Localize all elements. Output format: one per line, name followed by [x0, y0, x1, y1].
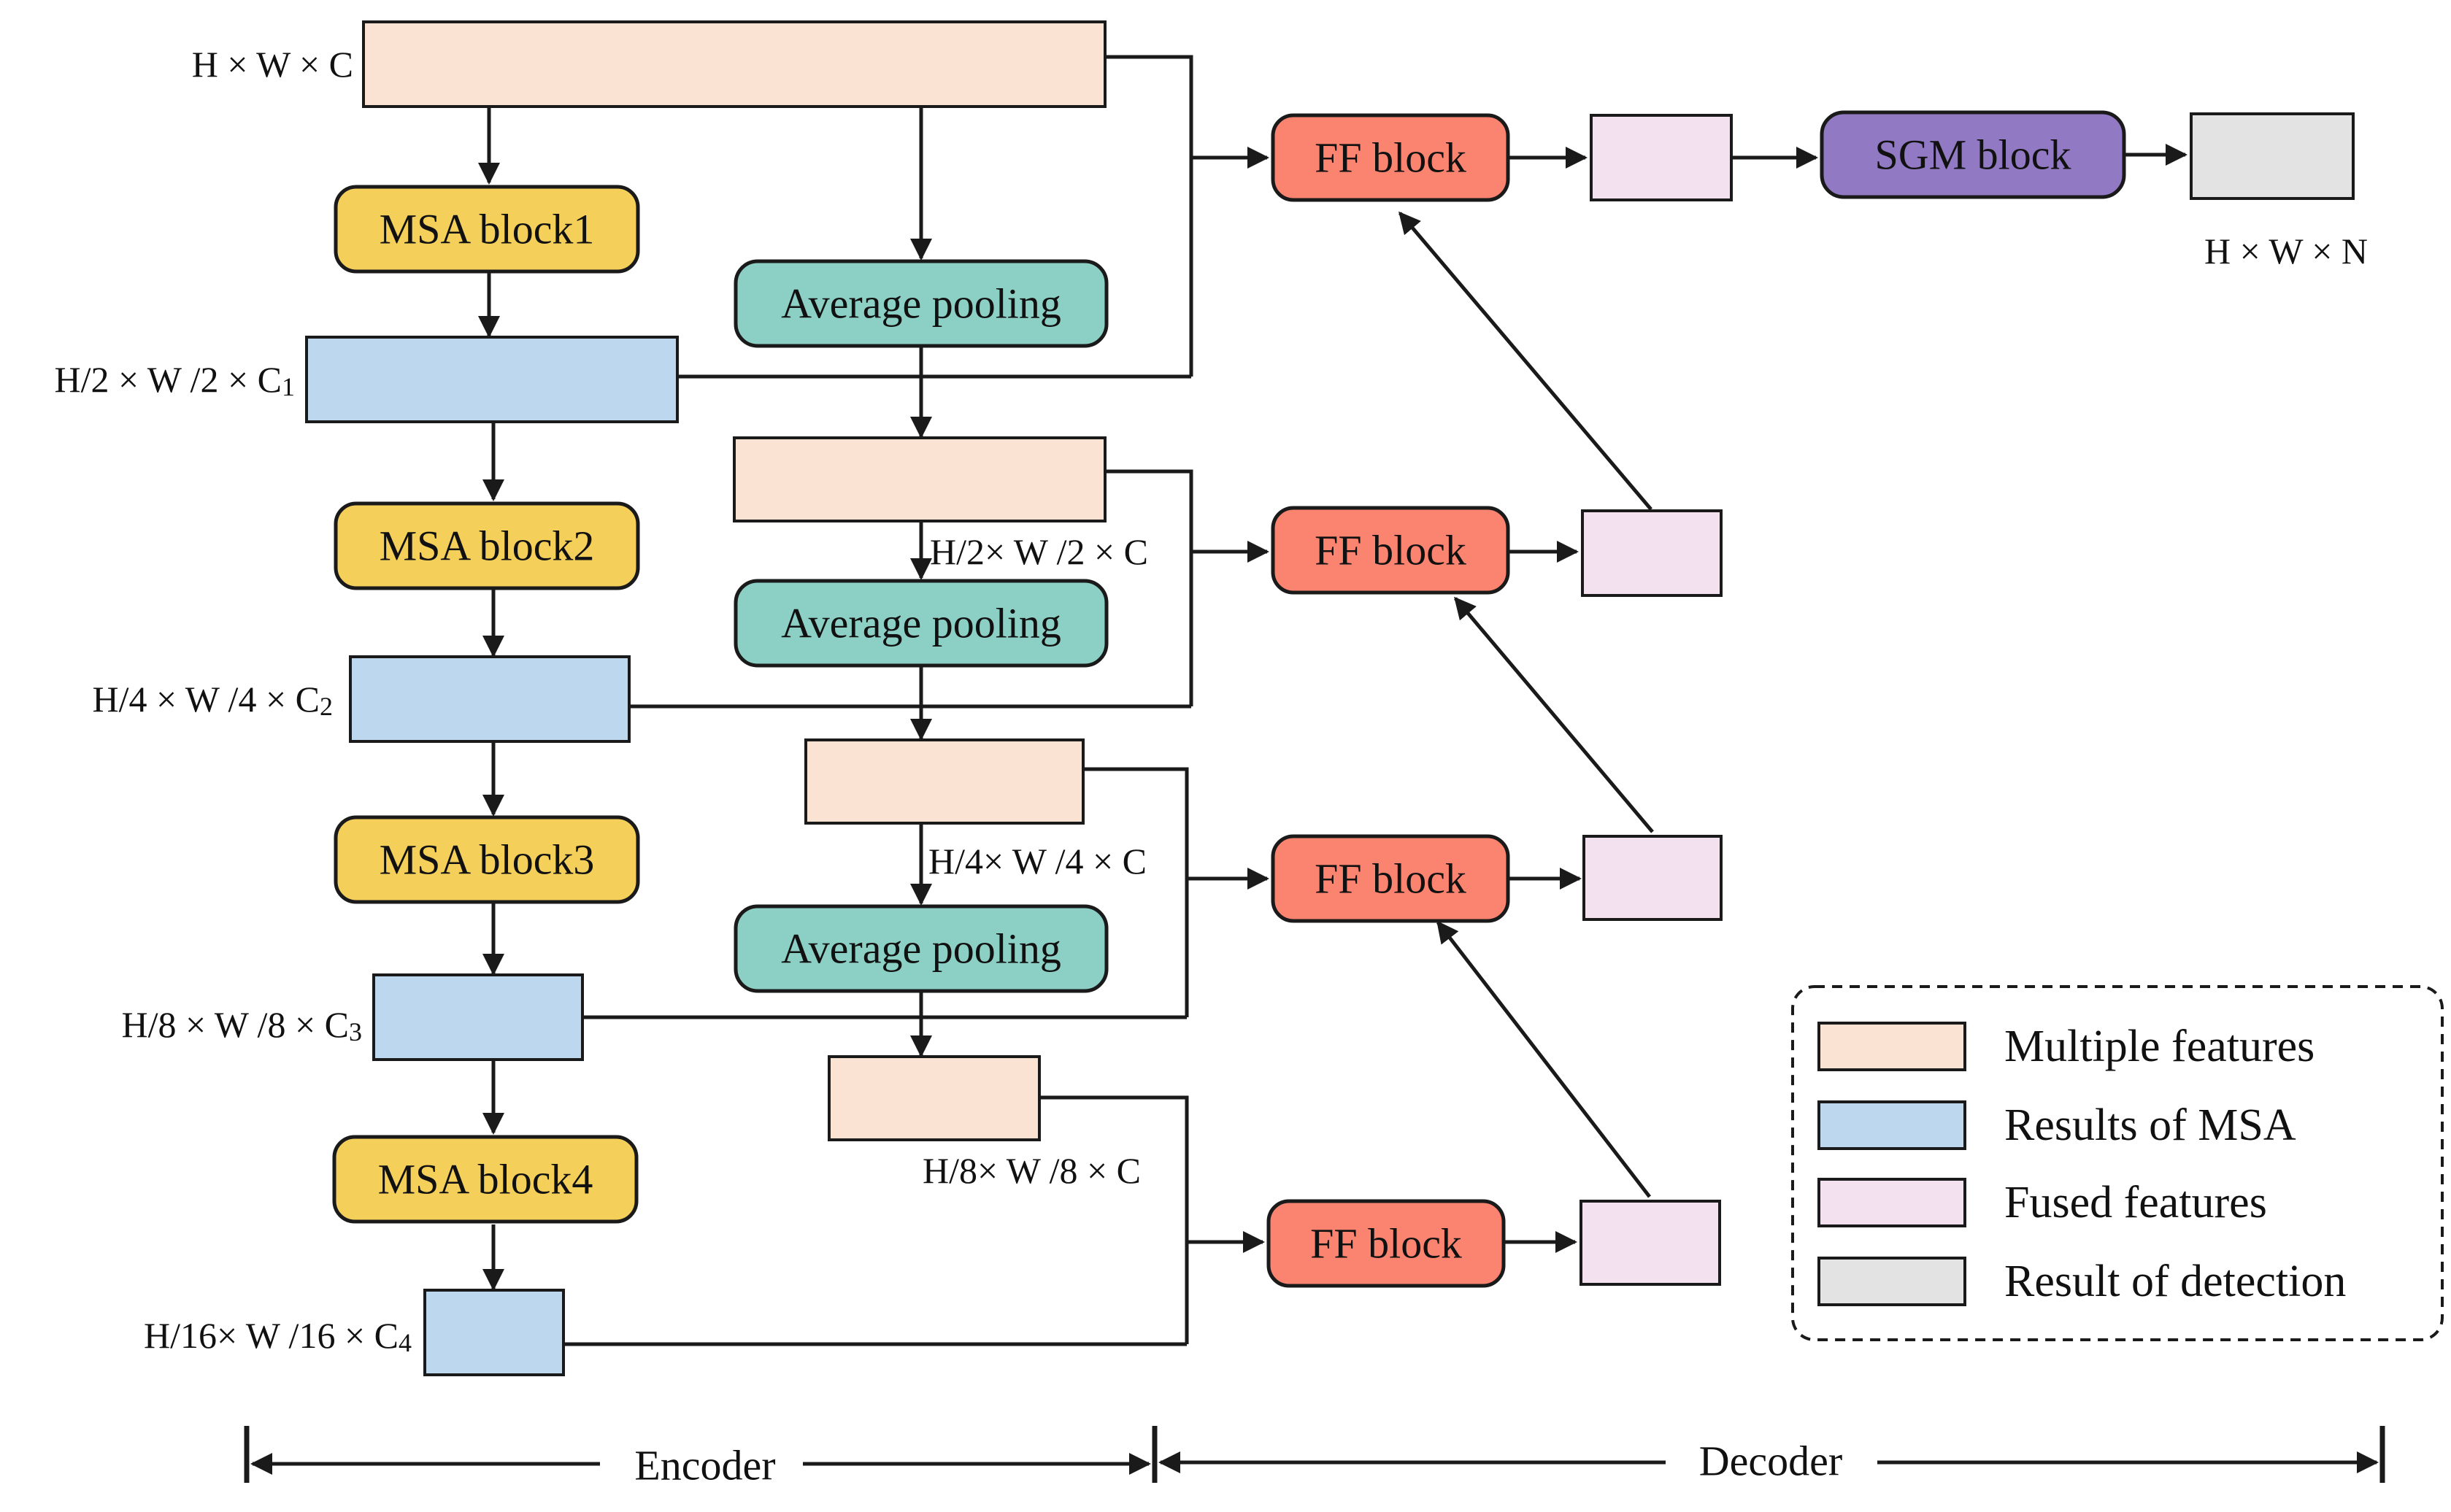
- msa-block-2: [334, 501, 640, 590]
- decoder-label: Decoder: [1699, 1438, 1842, 1485]
- ff-block-1-label: FF block: [1315, 134, 1466, 182]
- legend-swatch-result-of-detection: [1817, 1257, 1966, 1306]
- ff-block-3: [1271, 834, 1510, 923]
- msa-output-3-label: H/8 × W /8 × C3: [121, 1004, 362, 1046]
- msa-output-1-label: H/2 × W /2 × C1: [54, 359, 295, 401]
- fused-feature-1: [1590, 114, 1733, 201]
- output-dimension-label: H × W × N: [2204, 231, 2368, 271]
- processing-blocks: [332, 110, 2126, 1288]
- connector-input-to-ff1: [1105, 55, 1193, 377]
- encoder-decoder-scale: Encoder Decoder: [244, 1426, 2385, 1489]
- msa-block-3-label: MSA block3: [380, 836, 595, 884]
- ff-block-2-label: FF block: [1315, 527, 1466, 574]
- arrow-fused4-to-ff3: [1436, 920, 1651, 1198]
- legend-label-multiple-features: Multiple features: [2004, 1022, 2315, 1071]
- connector-pf2-to-ff3: [1083, 767, 1189, 1017]
- feature-maps: [305, 20, 2355, 1376]
- legend-label-results-of-msa: Results of MSA: [2004, 1100, 2296, 1150]
- msa-output-4-label: H/16× W /16 × C4: [144, 1315, 412, 1357]
- msa-output-4: [423, 1289, 565, 1376]
- dimension-labels: H × W × C H/2 × W /2 × C1 H/4 × W /4 × C…: [54, 44, 2368, 1357]
- legend-swatch-results-of-msa: [1817, 1100, 1966, 1150]
- ff-block-4-label: FF block: [1310, 1220, 1462, 1268]
- legend: Multiple features Results of MSA Fused f…: [1791, 985, 2444, 1341]
- arrow-fused3-to-ff2: [1454, 596, 1654, 833]
- pooling-block-3: [734, 904, 1109, 993]
- pooling-block-2: [734, 579, 1109, 668]
- legend-label-result-of-detection: Result of detection: [2004, 1257, 2346, 1306]
- pooling-block-1: [734, 259, 1109, 348]
- legend-swatch-fused-features: [1817, 1178, 1966, 1227]
- connector-pf1-to-ff2: [1105, 469, 1193, 706]
- ff-block-3-label: FF block: [1315, 855, 1466, 903]
- ff-block-1: [1271, 113, 1510, 202]
- msa-block-4-label: MSA block4: [378, 1156, 593, 1203]
- connector-pf3-to-ff4: [1039, 1095, 1189, 1344]
- legend-swatch-multiple-features: [1817, 1022, 1966, 1071]
- msa-output-3: [372, 973, 584, 1061]
- fused-feature-3: [1582, 835, 1723, 921]
- msa-block-4: [332, 1135, 639, 1224]
- ff-block-4: [1266, 1199, 1506, 1288]
- pooling-block-3-label: Average pooling: [781, 925, 1061, 973]
- block-labels: MSA block1 MSA block2 MSA block3 MSA blo…: [378, 131, 2071, 1268]
- ff-block-2: [1271, 506, 1510, 595]
- msa-block-2-label: MSA block2: [380, 522, 595, 570]
- sgm-block: [1820, 110, 2126, 199]
- msa-output-2: [349, 655, 631, 743]
- connectors: [478, 55, 2188, 1346]
- msa-block-1: [334, 185, 640, 274]
- msa-output-1: [305, 336, 679, 423]
- pooling-block-1-label: Average pooling: [781, 280, 1061, 328]
- sgm-block-label: SGM block: [1874, 131, 2071, 179]
- msa-output-2-label: H/4 × W /4 × C2: [92, 679, 333, 721]
- input-dimension-label: H × W × C: [192, 44, 353, 85]
- pooled-feature-2: [804, 738, 1085, 825]
- pooled-feature-1-label: H/2× W /2 × C: [930, 531, 1148, 572]
- encoder-label: Encoder: [634, 1442, 775, 1489]
- fused-feature-4: [1580, 1200, 1721, 1286]
- legend-frame: [1791, 985, 2444, 1341]
- pooled-feature-3-label: H/8× W /8 × C: [923, 1150, 1141, 1191]
- fused-feature-2: [1581, 509, 1723, 597]
- pooled-feature-1: [733, 436, 1107, 522]
- msa-block-3: [334, 815, 640, 904]
- detection-result: [2190, 112, 2355, 200]
- arrow-fused2-to-ff1: [1398, 211, 1652, 511]
- pooled-feature-2-label: H/4× W /4 × C: [928, 841, 1147, 882]
- pooled-feature-3: [828, 1055, 1041, 1141]
- input-feature-map: [362, 20, 1107, 108]
- msa-block-1-label: MSA block1: [380, 206, 595, 253]
- legend-label-fused-features: Fused features: [2004, 1178, 2267, 1227]
- pooling-block-2-label: Average pooling: [781, 600, 1061, 647]
